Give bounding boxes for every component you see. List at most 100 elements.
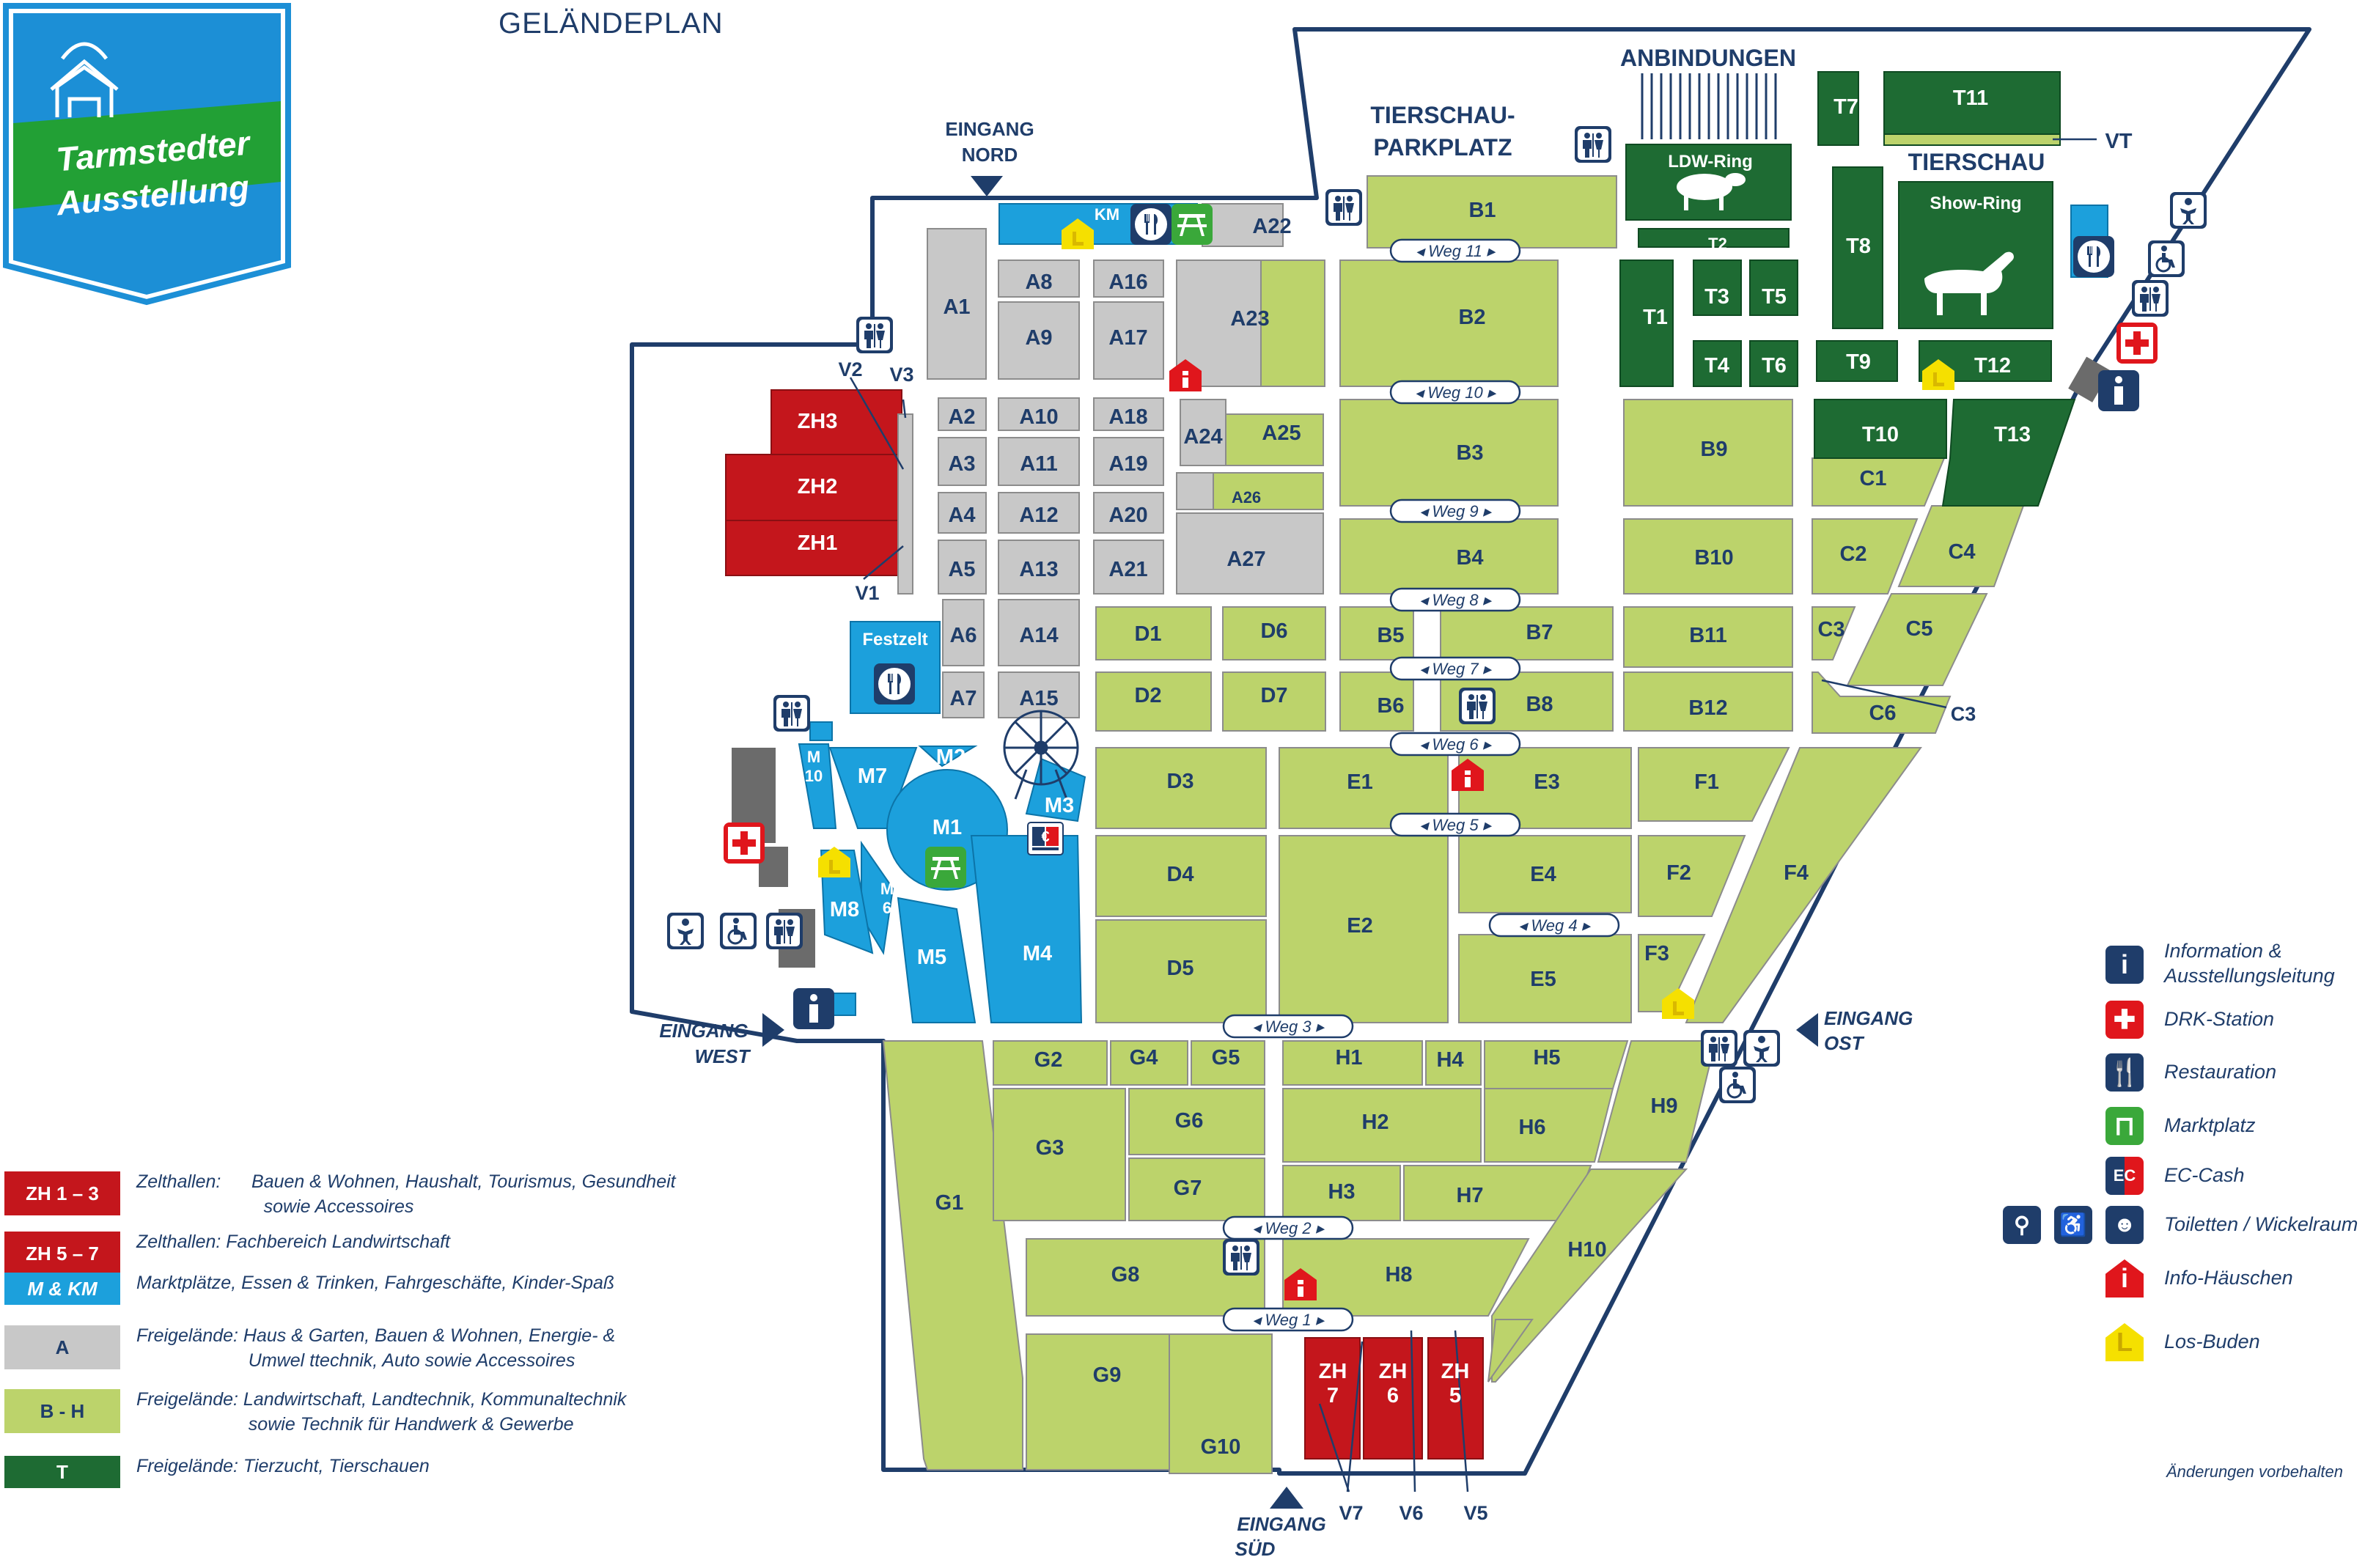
area-a12[interactable] [998,492,1080,534]
area-a6[interactable] [942,599,985,666]
info-icon[interactable] [793,988,834,1029]
area-b10[interactable] [1623,518,1793,595]
picnic-table-icon[interactable] [925,847,966,888]
area-b11[interactable] [1623,606,1793,668]
area-a25[interactable] [1225,413,1324,466]
area-a27[interactable] [1176,512,1324,595]
area-b9[interactable] [1623,399,1793,507]
area-zh2[interactable] [725,454,902,521]
area-b2[interactable] [1339,260,1559,387]
area-c6[interactable] [1812,671,1952,734]
area-b6[interactable] [1339,671,1414,732]
area-a21[interactable] [1093,540,1164,595]
area-zh1[interactable] [725,520,902,576]
area-d1[interactable] [1095,606,1212,660]
wc-icon[interactable] [773,695,810,732]
area-b5[interactable] [1339,606,1414,660]
area-f2[interactable] [1638,835,1746,917]
area-g10[interactable] [1169,1333,1273,1474]
area-g7[interactable] [1128,1157,1265,1221]
ec-cash-icon[interactable] [1027,822,1064,855]
area-g6[interactable] [1128,1088,1265,1155]
area-e5[interactable] [1458,934,1632,1023]
first-aid-icon[interactable] [2116,323,2158,364]
wc-icon[interactable] [766,913,803,949]
area-t9[interactable] [1816,340,1898,382]
area-d3[interactable] [1095,747,1267,829]
area-a1[interactable] [927,228,987,380]
area-a8[interactable] [998,260,1080,298]
area-a24[interactable] [1180,399,1226,466]
area-zh7[interactable] [1304,1337,1361,1460]
area-a17[interactable] [1093,301,1164,380]
area-a2[interactable] [938,397,987,431]
area-t11[interactable] [1883,71,2061,135]
baby-change-icon[interactable] [2170,192,2207,229]
area-h1[interactable] [1282,1040,1423,1086]
area-a20[interactable] [1093,492,1164,534]
area-m4[interactable] [970,835,1083,1023]
area-a11[interactable] [998,437,1080,486]
area-f4[interactable] [1685,747,1922,1023]
info-icon[interactable] [2098,370,2139,411]
area-b4[interactable] [1339,518,1559,595]
area-t4[interactable] [1693,340,1742,387]
area-t8[interactable] [1832,166,1883,329]
area-g5[interactable] [1191,1040,1265,1086]
area-h8[interactable] [1282,1238,1530,1317]
area-e2[interactable] [1279,835,1449,1023]
area-a13[interactable] [998,540,1080,595]
wc-icon[interactable] [1701,1030,1737,1067]
wc-icon[interactable] [1223,1239,1259,1276]
area-h6[interactable] [1484,1088,1614,1163]
area-a10[interactable] [998,397,1080,431]
area-a19[interactable] [1093,437,1164,486]
area-t2[interactable] [1638,228,1790,248]
restaurant-icon[interactable] [874,663,915,704]
area-g2[interactable] [993,1040,1108,1086]
area-e4[interactable] [1458,835,1632,913]
area-a18[interactable] [1093,397,1164,431]
area-b7[interactable] [1440,606,1614,660]
area-a26[interactable] [1213,472,1324,510]
area-t3[interactable] [1693,260,1742,316]
area-vt[interactable] [1883,133,2061,146]
area-c5[interactable] [1846,593,1988,686]
area-d6[interactable] [1222,606,1326,660]
area-a5[interactable] [938,540,987,595]
area-m5[interactable] [897,897,976,1023]
area-h10[interactable] [1491,1168,1688,1383]
area-f1[interactable] [1638,747,1790,822]
area-m10[interactable] [798,743,837,829]
first-aid-icon[interactable] [724,822,765,864]
area-d5[interactable] [1095,919,1267,1023]
area-h4[interactable] [1425,1040,1482,1086]
area-t10[interactable] [1814,399,1947,459]
wheelchair-icon[interactable] [718,911,758,951]
area-g4[interactable] [1110,1040,1188,1086]
area-h2[interactable] [1282,1088,1482,1163]
area-show-ring[interactable] [1898,181,2053,329]
wheelchair-icon[interactable] [2147,239,2186,279]
area-zh3[interactable] [770,389,902,455]
area-zh5[interactable] [1427,1337,1484,1460]
area-t6[interactable] [1749,340,1798,387]
wc-icon[interactable] [1459,688,1496,724]
area-t5[interactable] [1749,260,1798,316]
area-c3[interactable] [1812,606,1856,660]
wheelchair-icon[interactable] [1718,1065,1757,1105]
area-a14[interactable] [998,599,1080,666]
area-g3[interactable] [993,1088,1126,1221]
area-t13[interactable] [1941,399,2076,507]
area-t7[interactable] [1817,71,1859,146]
baby-change-icon[interactable] [1743,1030,1780,1067]
area-d7[interactable] [1222,671,1326,732]
area-c2[interactable] [1812,518,1919,595]
area-g1[interactable] [882,1040,1023,1471]
area-d2[interactable] [1095,671,1212,732]
baby-change-icon[interactable] [667,913,704,949]
area-b3[interactable] [1339,399,1559,507]
area-a3[interactable] [938,437,987,486]
area-t1[interactable] [1619,260,1674,387]
picnic-table-icon[interactable] [1172,204,1213,245]
